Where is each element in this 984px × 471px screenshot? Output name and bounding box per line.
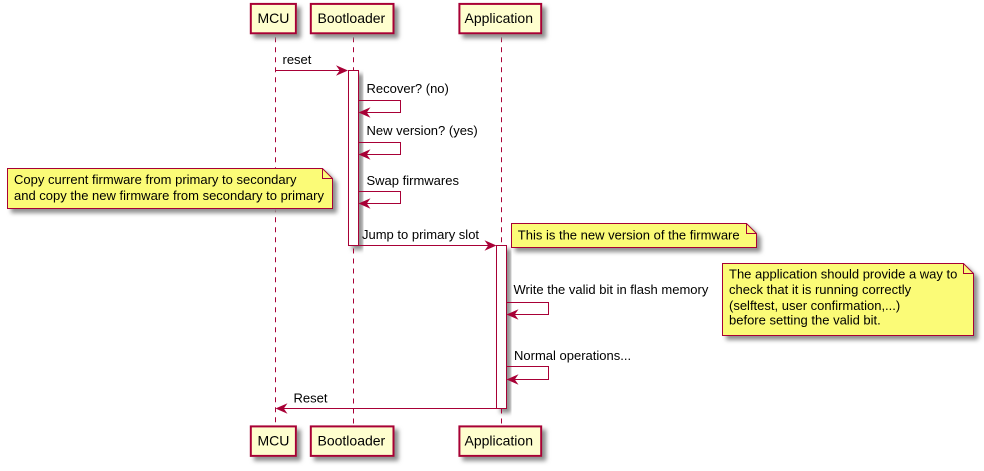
svg-text:Jump to primary slot: Jump to primary slot — [362, 227, 479, 242]
svg-text:This is the new version of the: This is the new version of the firmware — [518, 228, 740, 243]
svg-text:MCU: MCU — [258, 433, 290, 449]
svg-text:Swap firmwares: Swap firmwares — [367, 173, 460, 188]
svg-text:The application should provide: The application should provide a way to — [729, 267, 957, 282]
svg-text:check that it is running corre: check that it is running correctly — [729, 282, 912, 297]
svg-text:Reset: Reset — [294, 391, 328, 406]
svg-text:New version? (yes): New version? (yes) — [367, 123, 478, 138]
svg-text:reset: reset — [283, 52, 312, 67]
svg-text:Bootloader: Bootloader — [318, 10, 386, 26]
svg-text:Copy current firmware from pri: Copy current firmware from primary to se… — [14, 172, 297, 187]
svg-text:MCU: MCU — [258, 10, 290, 26]
svg-text:Write the valid bit in flash m: Write the valid bit in flash memory — [514, 282, 709, 297]
svg-text:Bootloader: Bootloader — [318, 433, 386, 449]
svg-text:Recover? (no): Recover? (no) — [367, 81, 449, 96]
svg-text:Normal operations...: Normal operations... — [514, 348, 631, 363]
svg-text:Application: Application — [465, 433, 534, 449]
svg-text:before setting the valid bit.: before setting the valid bit. — [729, 313, 881, 328]
svg-text:(selftest, user confirmation,.: (selftest, user confirmation,...) — [729, 298, 900, 313]
svg-text:and copy the new firmware from: and copy the new firmware from secondary… — [14, 188, 324, 203]
svg-text:Application: Application — [465, 10, 534, 26]
